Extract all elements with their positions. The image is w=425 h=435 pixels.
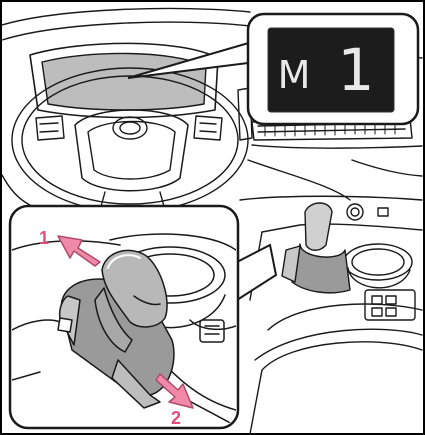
shift-lever-zoom: 1 2: [10, 206, 238, 428]
mode-letter: M: [278, 53, 311, 97]
step-2-label: 2: [171, 408, 181, 428]
step-1-label: 1: [39, 228, 49, 248]
gear-number: 1: [338, 36, 375, 104]
